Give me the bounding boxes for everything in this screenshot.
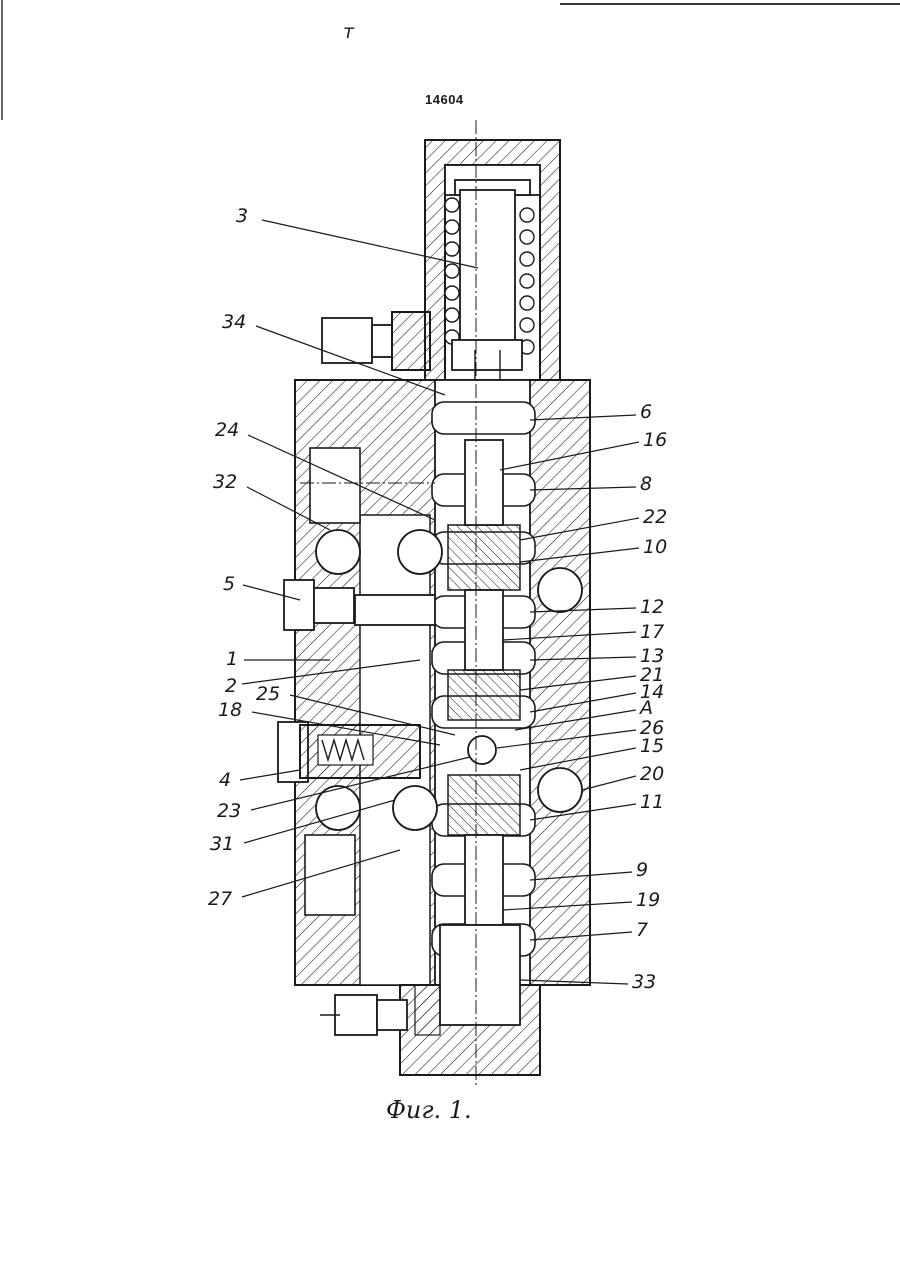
reference-label-3: 3 [236, 205, 248, 227]
spring-coil-left [445, 220, 459, 234]
upper-piston-rod [452, 190, 522, 398]
reference-label-A: A [638, 697, 653, 719]
reference-label-24: 24 [215, 419, 239, 441]
reference-label-25: 25 [256, 683, 280, 705]
reference-label-7: 7 [636, 919, 648, 941]
reference-label-4: 4 [219, 769, 231, 791]
reference-label-1: 1 [226, 648, 238, 670]
spring-coil-right [520, 208, 534, 222]
reference-label-18: 18 [218, 699, 242, 721]
reference-label-19: 19 [636, 889, 660, 911]
reference-label-32: 32 [213, 471, 237, 493]
reference-label-34: 34 [222, 311, 246, 333]
reference-label-11: 11 [640, 791, 664, 813]
reference-label-27: 27 [208, 888, 232, 910]
reference-label-2: 2 [225, 675, 237, 697]
spring-coil-right [520, 230, 534, 244]
reference-label-23: 23 [217, 800, 241, 822]
reference-label-31: 31 [210, 833, 234, 855]
reference-label-16: 16 [643, 429, 667, 451]
reference-label-8: 8 [640, 473, 652, 495]
spring-coil-left [445, 198, 459, 212]
reference-label-9: 9 [636, 859, 648, 881]
spring-coil-left [445, 308, 459, 322]
reference-label-10: 10 [643, 536, 667, 558]
spring-coil-left [445, 264, 459, 278]
reference-label-15: 15 [640, 735, 664, 757]
spring-coil-right [520, 296, 534, 310]
reference-label-6: 6 [640, 401, 652, 423]
figure-caption: Фиг. 1. [386, 1096, 472, 1124]
reference-label-17: 17 [640, 621, 664, 643]
spring-coil-left [445, 242, 459, 256]
reference-label-20: 20 [640, 763, 664, 785]
reference-label-12: 12 [640, 596, 664, 618]
reference-label-33: 33 [632, 971, 656, 993]
spring-coil-right [520, 318, 534, 332]
spring-coil-left [445, 286, 459, 300]
chamber-groove [432, 402, 535, 434]
scan-mark: т [343, 21, 355, 43]
reference-label-5: 5 [223, 573, 235, 595]
spring-coil-right [520, 252, 534, 266]
reference-label-22: 22 [643, 506, 667, 528]
spring-coil-right [520, 274, 534, 288]
